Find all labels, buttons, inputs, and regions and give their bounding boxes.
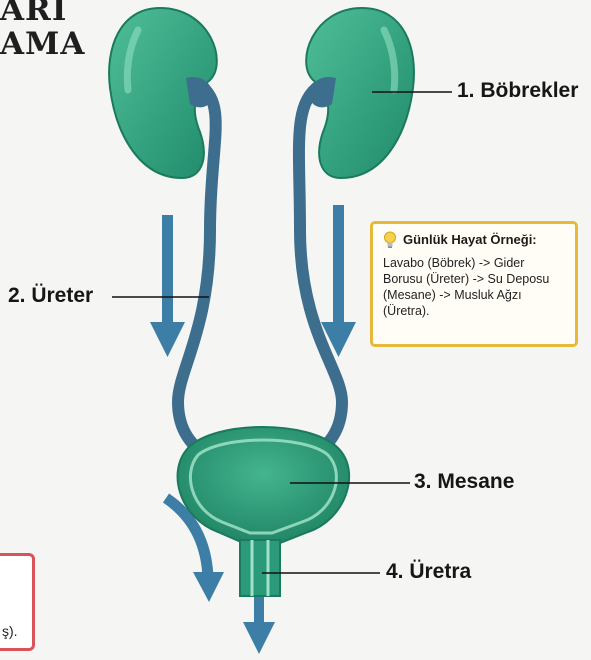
lightbulb-icon: [383, 231, 397, 249]
flow-arrow-right: [321, 205, 356, 357]
label-ureter: 2. Üreter: [8, 284, 93, 308]
daily-life-example-box: Günlük Hayat Örneği: Lavabo (Böbrek) -> …: [370, 221, 578, 347]
side-note-fragment: ş).: [2, 623, 18, 639]
tip-heading-row: Günlük Hayat Örneği:: [383, 231, 565, 249]
tip-heading: Günlük Hayat Örneği:: [403, 232, 537, 248]
bladder: [178, 427, 350, 545]
label-bladder: 3. Mesane: [414, 470, 514, 494]
flow-arrow-left: [150, 215, 185, 357]
tip-body: Lavabo (Böbrek) -> Gider Borusu (Üreter)…: [383, 255, 565, 319]
label-urethra: 4. Üretra: [386, 560, 471, 584]
urethra: [240, 540, 280, 596]
label-kidneys: 1. Böbrekler: [457, 79, 578, 103]
